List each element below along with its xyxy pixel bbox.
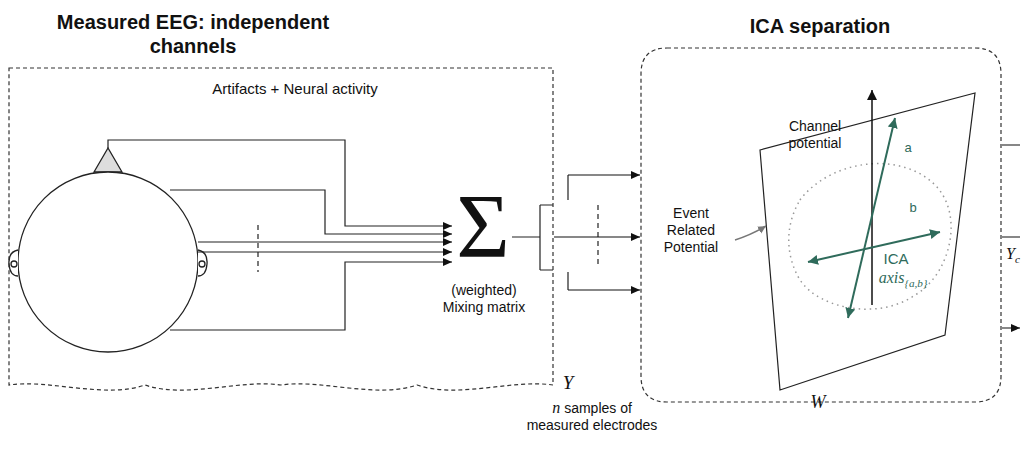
ica-axis-label: {a,b}	[904, 277, 927, 289]
output-name: c	[1015, 253, 1020, 265]
mixing-label: (weighted) Mixing matrix	[440, 282, 528, 316]
sum-symbol: Σ	[456, 175, 510, 277]
section-heading: Measured EEG: independent channels	[28, 10, 358, 58]
ica-plane	[735, 90, 1020, 390]
erp-label: Event Related Potential	[650, 205, 732, 255]
sum-symbol: Σ	[448, 180, 518, 272]
axis-letter: b	[909, 200, 916, 215]
ica-axis-label: axis{a,b}	[858, 268, 948, 291]
head-illustration	[9, 148, 207, 352]
axis-letter: a	[901, 140, 915, 156]
input-label: Artifacts + Neural activity	[212, 80, 377, 97]
matrix-name: W	[811, 392, 826, 412]
ica-axis-label: axis	[879, 269, 905, 286]
axis-letter: b	[906, 200, 920, 216]
ica-label: ICA	[883, 250, 908, 267]
axis-label: Channel potential	[770, 118, 860, 152]
matrix-name: W	[806, 392, 830, 414]
channel-arrow	[554, 236, 640, 237]
samples-note: n	[552, 399, 560, 416]
output-name: Y	[1006, 245, 1015, 262]
electrode-wires	[108, 140, 598, 330]
signal-name: Y	[563, 372, 574, 393]
samples-note: samples of measured electrodes	[527, 400, 658, 433]
signal-name: Y	[556, 372, 580, 395]
axis-letter: a	[904, 140, 911, 155]
output-name: Yc	[1003, 244, 1023, 267]
samples-note: nsamples of measured electrodes	[522, 398, 662, 434]
axis-label: Channel potential	[789, 118, 842, 151]
input-label: Artifacts + Neural activity	[190, 80, 400, 98]
mixing-label: (weighted) Mixing matrix	[443, 282, 525, 315]
channel-arrow	[568, 289, 640, 290]
ica-label: ICA	[876, 250, 916, 268]
channel-arrow	[568, 174, 640, 175]
erp-label: Event Related Potential	[664, 205, 718, 255]
section-heading: ICA separation	[720, 14, 920, 38]
